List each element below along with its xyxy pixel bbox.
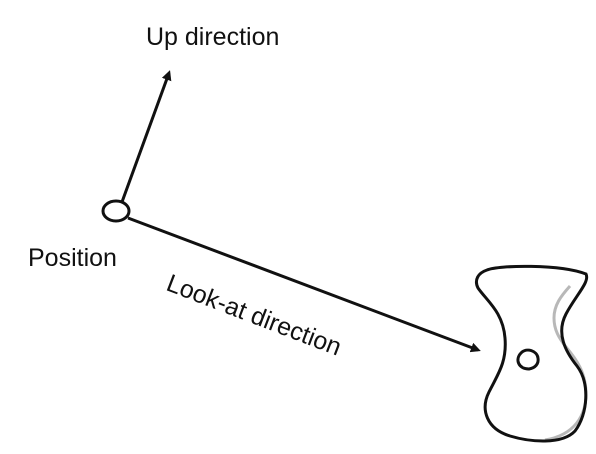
camera-position-point <box>101 199 131 223</box>
position-label: Position <box>28 244 117 272</box>
up-direction-label: Up direction <box>146 23 280 51</box>
look-at-direction-arrow <box>127 216 481 353</box>
vase-object-outline <box>474 264 589 443</box>
object-hole <box>516 348 540 371</box>
object-shadow <box>544 284 588 442</box>
up-direction-arrow <box>120 70 172 203</box>
